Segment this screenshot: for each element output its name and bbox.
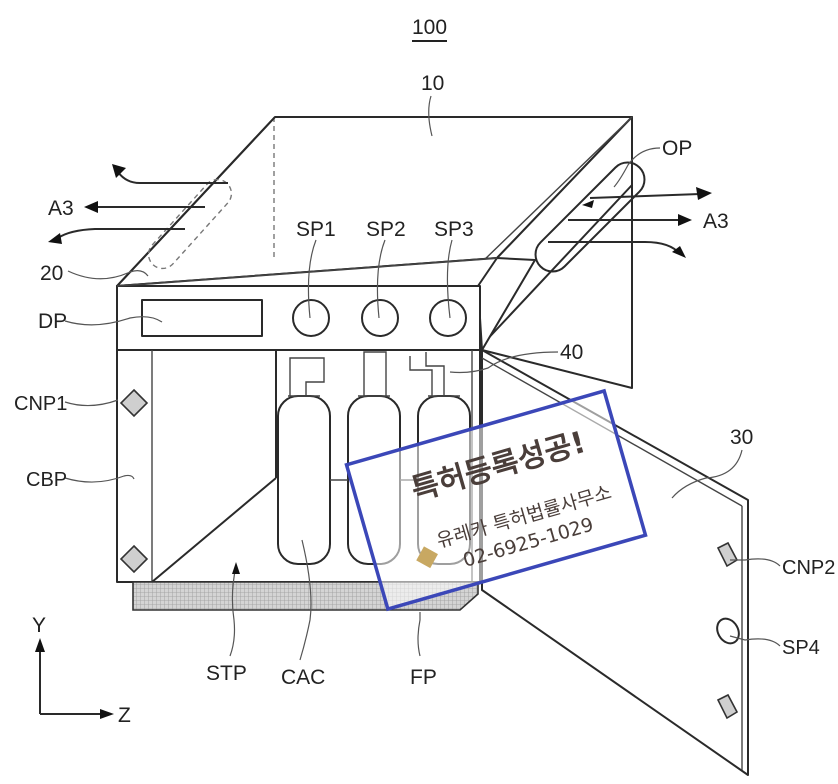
connection-pad-cnp1-top — [119, 388, 149, 418]
y-axis-label: Y — [32, 614, 46, 637]
control-panel-edge — [116, 257, 498, 287]
arrowhead-icon — [112, 164, 126, 178]
leader-20 — [67, 270, 149, 280]
label-20: 20 — [40, 262, 63, 285]
reference-labels: 10 A3 20 DP CNP1 CBP SP1 SP2 SP3 OP A3 4… — [14, 72, 835, 689]
registration-stamp: 특허등록성공! 유레카 특허법률사무소 02-6925-1029 — [344, 388, 648, 612]
control-panel-front — [116, 285, 481, 351]
firm-logo-icon — [416, 546, 438, 569]
housing — [116, 116, 633, 389]
axis-indicator: Y Z — [32, 614, 131, 727]
air-flow-right — [548, 187, 712, 258]
label-sp2: SP2 — [366, 218, 406, 241]
display-panel — [141, 299, 263, 337]
label-fp: FP — [410, 666, 437, 689]
air-flow-left — [48, 164, 228, 244]
leader-fp — [417, 612, 421, 657]
housing-right-edge — [481, 184, 633, 346]
label-op: OP — [662, 137, 692, 160]
leader-40 — [449, 351, 559, 374]
storage-diagonal — [151, 477, 277, 583]
z-axis-label: Z — [118, 704, 131, 727]
arrowhead-icon — [84, 201, 98, 213]
leader-sp3 — [446, 239, 453, 319]
z-axis-arrow-icon — [100, 709, 114, 719]
leader-cnp1 — [64, 399, 119, 407]
leader-sp1 — [307, 239, 317, 319]
canister-2-pipe — [363, 351, 387, 396]
arrowhead-icon — [696, 187, 712, 200]
label-30: 30 — [730, 426, 753, 449]
label-10: 10 — [421, 72, 444, 95]
y-axis-arrow-icon — [35, 638, 45, 652]
label-a3-right: A3 — [703, 210, 729, 233]
switch-sp2 — [361, 299, 399, 337]
housing-top-edge — [481, 116, 633, 263]
canister-1 — [277, 357, 331, 565]
leader-cnp2 — [730, 558, 781, 567]
control-panel — [116, 257, 536, 351]
label-sp3: SP3 — [434, 218, 474, 241]
leader-sp4 — [729, 635, 781, 647]
label-40: 40 — [560, 341, 583, 364]
connection-pad-cnp2-bottom — [716, 693, 739, 720]
label-a3-left: A3 — [48, 197, 74, 220]
air-flow-right-arrow-1 — [589, 193, 701, 199]
arrowhead-icon — [678, 214, 692, 226]
leader-sp2 — [376, 239, 386, 319]
switch-sp1 — [292, 299, 330, 337]
opening-slot — [534, 161, 646, 273]
connection-pad-cnp1-bottom — [119, 544, 149, 574]
arrowhead-icon — [582, 200, 594, 208]
leader-stp — [229, 565, 237, 657]
air-flow-left-arrow-1 — [117, 171, 228, 184]
arrowhead-icon — [232, 562, 240, 574]
right-opening — [534, 161, 646, 273]
leader-30 — [671, 449, 743, 499]
label-dp: DP — [38, 310, 67, 333]
label-sp4: SP4 — [782, 637, 820, 659]
leader-dp — [64, 316, 163, 326]
leader-op — [613, 147, 661, 188]
arrowhead-icon — [672, 246, 686, 258]
air-flow-left-arrow-3 — [57, 228, 185, 239]
arrowhead-icon — [48, 233, 62, 244]
label-cac: CAC — [281, 666, 325, 689]
figure-number: 100 — [412, 16, 447, 39]
canister-3-pipe — [409, 352, 445, 396]
switch-sp4 — [716, 617, 740, 645]
leader-lines — [64, 95, 781, 661]
label-cbp: CBP — [26, 469, 67, 491]
label-cnp1: CNP1 — [14, 393, 67, 415]
leader-10 — [428, 95, 433, 137]
housing-left-edge — [116, 116, 276, 287]
label-cnp2: CNP2 — [782, 557, 835, 579]
canister-1-body — [277, 395, 331, 565]
label-stp: STP — [206, 662, 247, 685]
canister-1-pipe — [289, 357, 325, 396]
leader-cbp — [64, 474, 135, 483]
leader-cac — [299, 539, 312, 661]
label-sp1: SP1 — [296, 218, 336, 241]
